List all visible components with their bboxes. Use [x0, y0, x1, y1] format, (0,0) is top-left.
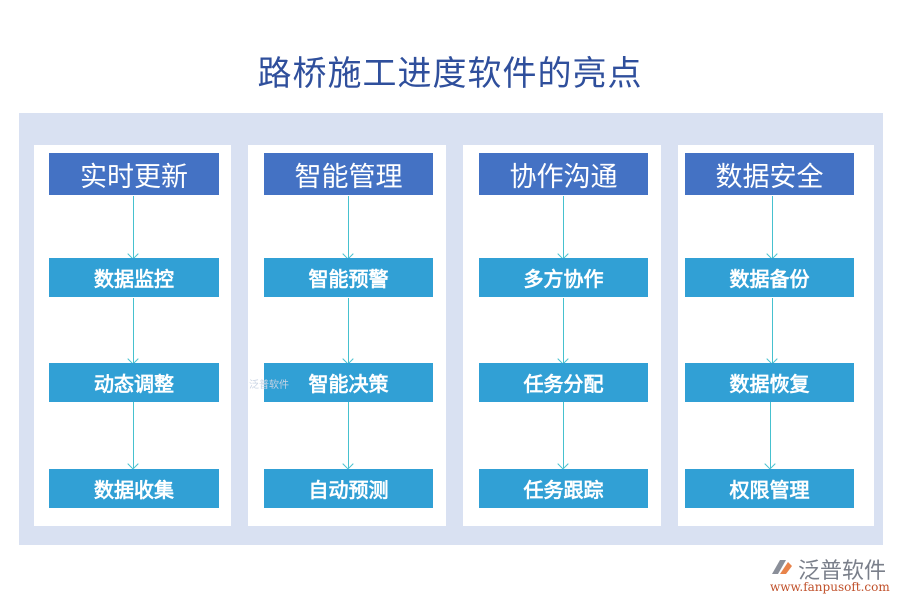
- feature-box: 动态调整: [49, 363, 219, 402]
- arrow-icon: [133, 402, 134, 468]
- column-card-security: [678, 145, 874, 526]
- arrow-icon: [563, 298, 564, 363]
- column-header: 实时更新: [49, 153, 219, 195]
- feature-box: 多方协作: [479, 258, 648, 297]
- arrow-icon: [772, 196, 773, 258]
- feature-box: 智能决策: [264, 363, 433, 402]
- feature-box: 权限管理: [685, 469, 854, 508]
- arrow-icon: [133, 298, 134, 363]
- arrow-icon: [348, 298, 349, 363]
- page-title: 路桥施工进度软件的亮点: [257, 54, 643, 94]
- arrow-icon: [770, 402, 771, 468]
- arrow-icon: [133, 196, 134, 258]
- arrow-icon: [348, 402, 349, 468]
- arrow-icon: [348, 196, 349, 258]
- feature-box: 任务分配: [479, 363, 648, 402]
- arrow-icon: [772, 298, 773, 363]
- arrow-icon: [563, 402, 564, 468]
- feature-box: 自动预测: [264, 469, 433, 508]
- arrow-icon: [563, 196, 564, 258]
- feature-box: 智能预警: [264, 258, 433, 297]
- feature-box: 数据监控: [49, 258, 219, 297]
- feature-box: 数据恢复: [685, 363, 854, 402]
- logo-name: 泛普软件: [798, 559, 887, 584]
- column-header: 数据安全: [685, 153, 854, 195]
- watermark: 泛普软件: [249, 380, 289, 391]
- column-header: 智能管理: [264, 153, 433, 195]
- fanpu-logo-icon: [772, 560, 792, 574]
- feature-box: 任务跟踪: [479, 469, 648, 508]
- feature-box: 数据备份: [685, 258, 854, 297]
- column-header: 协作沟通: [479, 153, 648, 195]
- logo-url: www.fanpusoft.com: [770, 580, 890, 594]
- feature-box: 数据收集: [49, 469, 219, 508]
